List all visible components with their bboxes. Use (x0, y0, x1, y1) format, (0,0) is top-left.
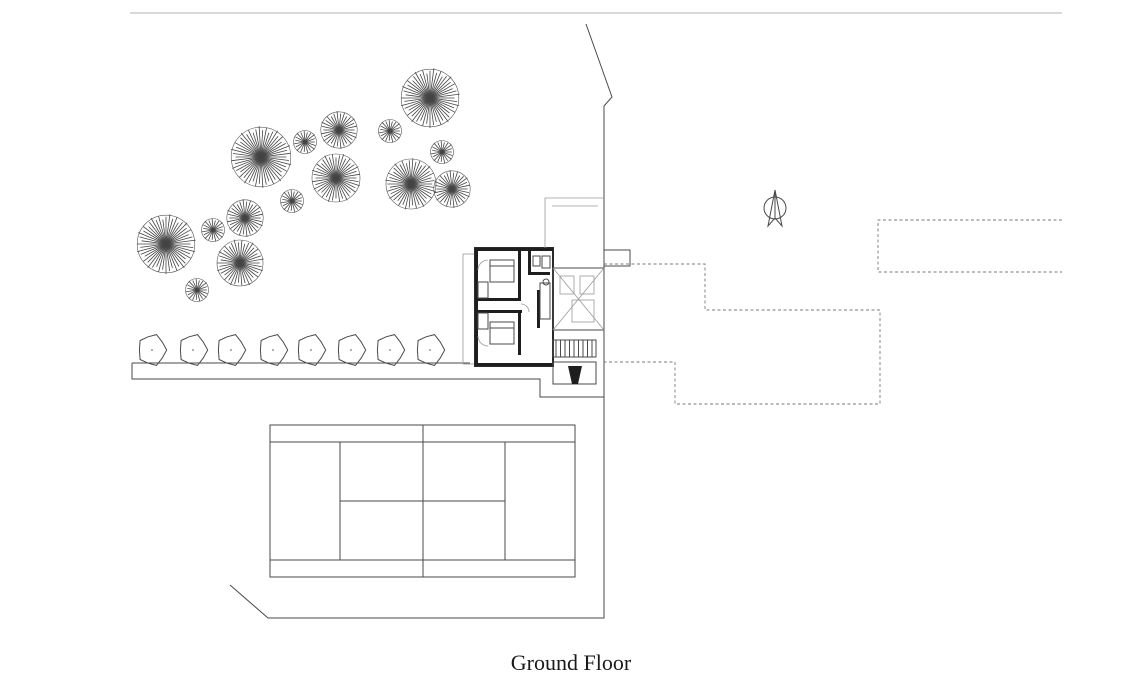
tree-symbol (136, 214, 196, 274)
house-plan (462, 247, 554, 367)
hedge-symbol (297, 334, 327, 366)
tree-symbol (185, 278, 209, 302)
tree-symbol (201, 218, 225, 242)
tennis-court (269, 424, 576, 578)
hedge-symbol (416, 334, 446, 366)
entry-zone (544, 197, 631, 385)
hedge-symbol (259, 334, 289, 366)
tree-symbol (216, 239, 264, 287)
tree-symbol (293, 130, 317, 154)
tree-symbol (320, 111, 358, 149)
hedge-symbol (138, 334, 168, 366)
tree-symbol (226, 199, 264, 237)
tree-symbol (400, 68, 460, 128)
tree-symbol (311, 153, 361, 203)
tree-symbol (433, 170, 471, 208)
tree-cluster (136, 68, 471, 302)
plan-caption: Ground Floor (510, 650, 632, 675)
north-arrow-icon (763, 189, 787, 228)
tree-symbol (230, 126, 292, 188)
terrace-outline (604, 219, 1062, 405)
hedge-symbol (217, 334, 247, 366)
tree-symbol (385, 158, 437, 210)
hedge-row (138, 334, 446, 366)
hedge-symbol (179, 334, 209, 366)
tree-symbol (378, 119, 402, 143)
garden-path (131, 362, 604, 398)
tree-symbol (280, 189, 304, 213)
hedge-symbol (376, 334, 406, 366)
hedge-symbol (337, 334, 367, 366)
tree-symbol (430, 140, 454, 164)
